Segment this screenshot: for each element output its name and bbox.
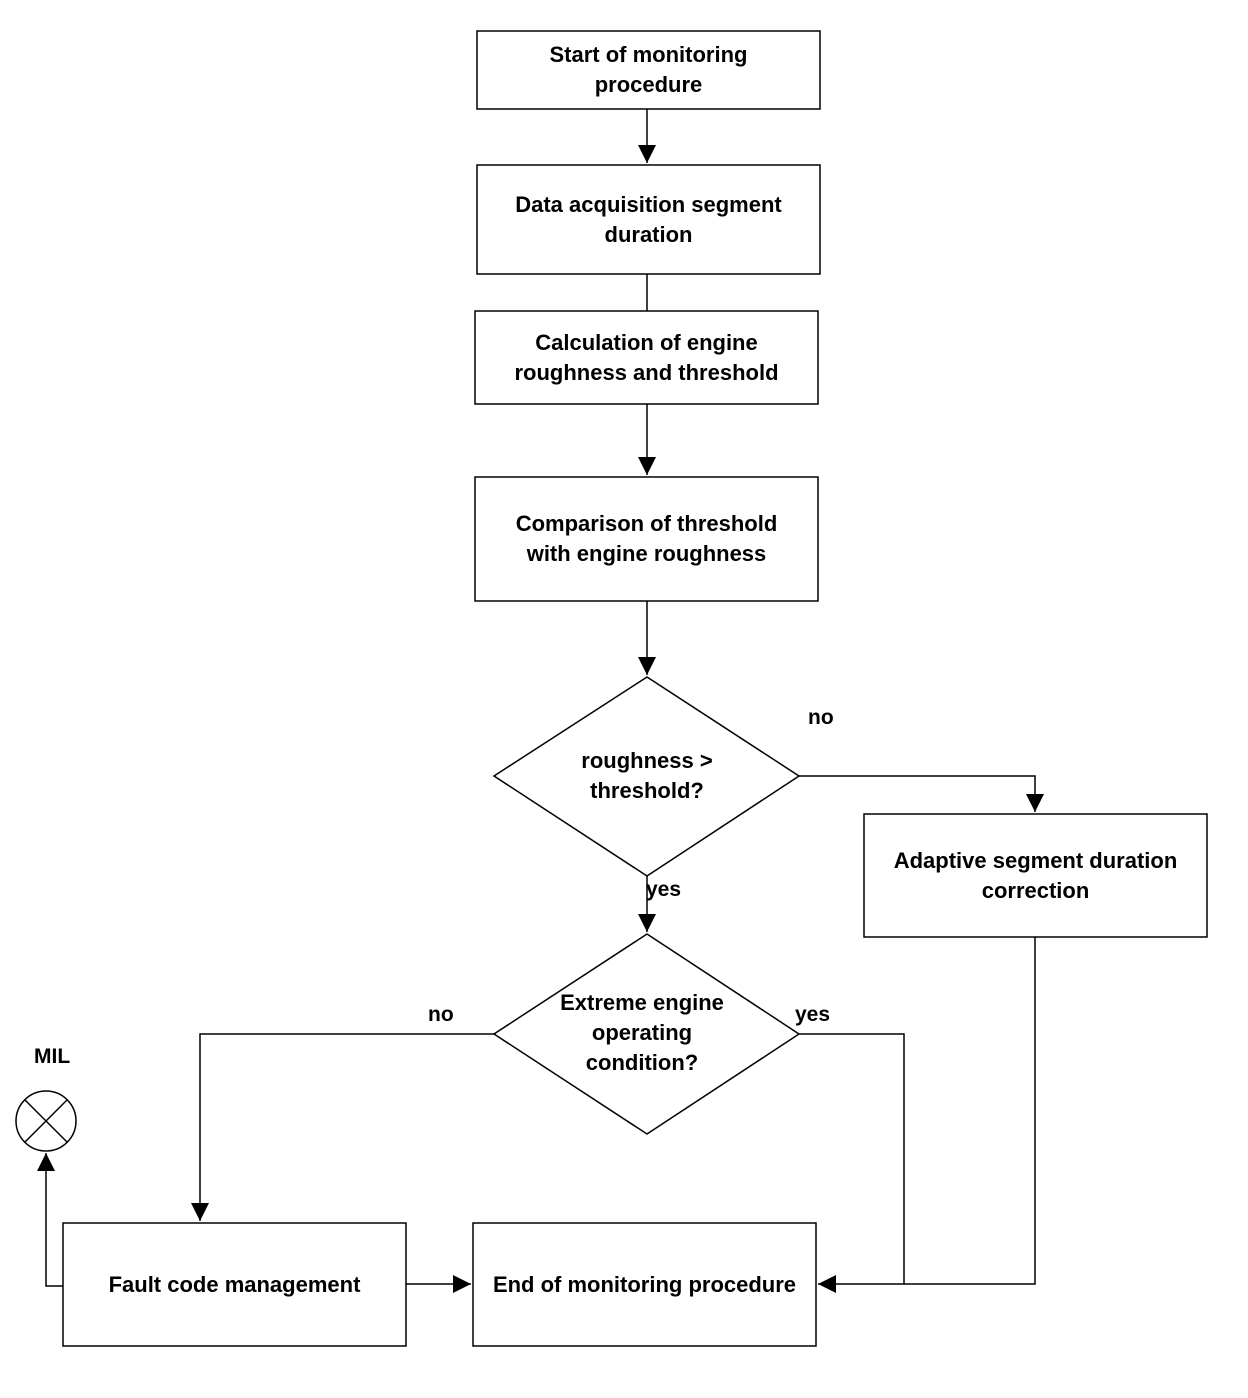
lamp-cross-icon	[15, 1090, 77, 1152]
label-yes-extreme: yes	[795, 1003, 831, 1026]
data-acq-box	[476, 164, 821, 275]
label-no-roughness: no	[808, 706, 834, 729]
adaptive-correction-node: Adaptive segment duration correction	[893, 847, 1178, 903]
decision-extreme-text: Extreme engine operating condition?	[560, 990, 724, 1075]
decision-roughness-text: roughness > threshold?	[581, 748, 713, 803]
arrow-fault-to-mil	[37, 1153, 63, 1287]
label-mil: MIL	[34, 1045, 71, 1068]
start-box	[476, 30, 821, 110]
comparison-node: Comparison of threshold with engine roug…	[515, 511, 778, 566]
fault-code-node: Fault code management	[108, 1271, 361, 1297]
start-node: Start of monitoring procedure	[549, 42, 748, 97]
end-node: End of monitoring procedure	[492, 1271, 797, 1297]
end-box	[472, 1222, 817, 1347]
decision-extreme-diamond	[492, 933, 801, 1135]
arrow-no-to-adaptive	[799, 775, 1044, 812]
data-acquisition-node: Data acquisition segment duration	[515, 191, 782, 247]
arrow-no-to-fault	[191, 1033, 494, 1221]
label-yes-roughness: yes	[646, 878, 682, 901]
arrow-yes-to-end	[799, 1033, 905, 1293]
calculation-node: Calculation of engine roughness and thre…	[514, 329, 779, 385]
label-no-extreme: no	[428, 1003, 454, 1026]
line-adaptive-to-end	[904, 937, 1036, 1285]
